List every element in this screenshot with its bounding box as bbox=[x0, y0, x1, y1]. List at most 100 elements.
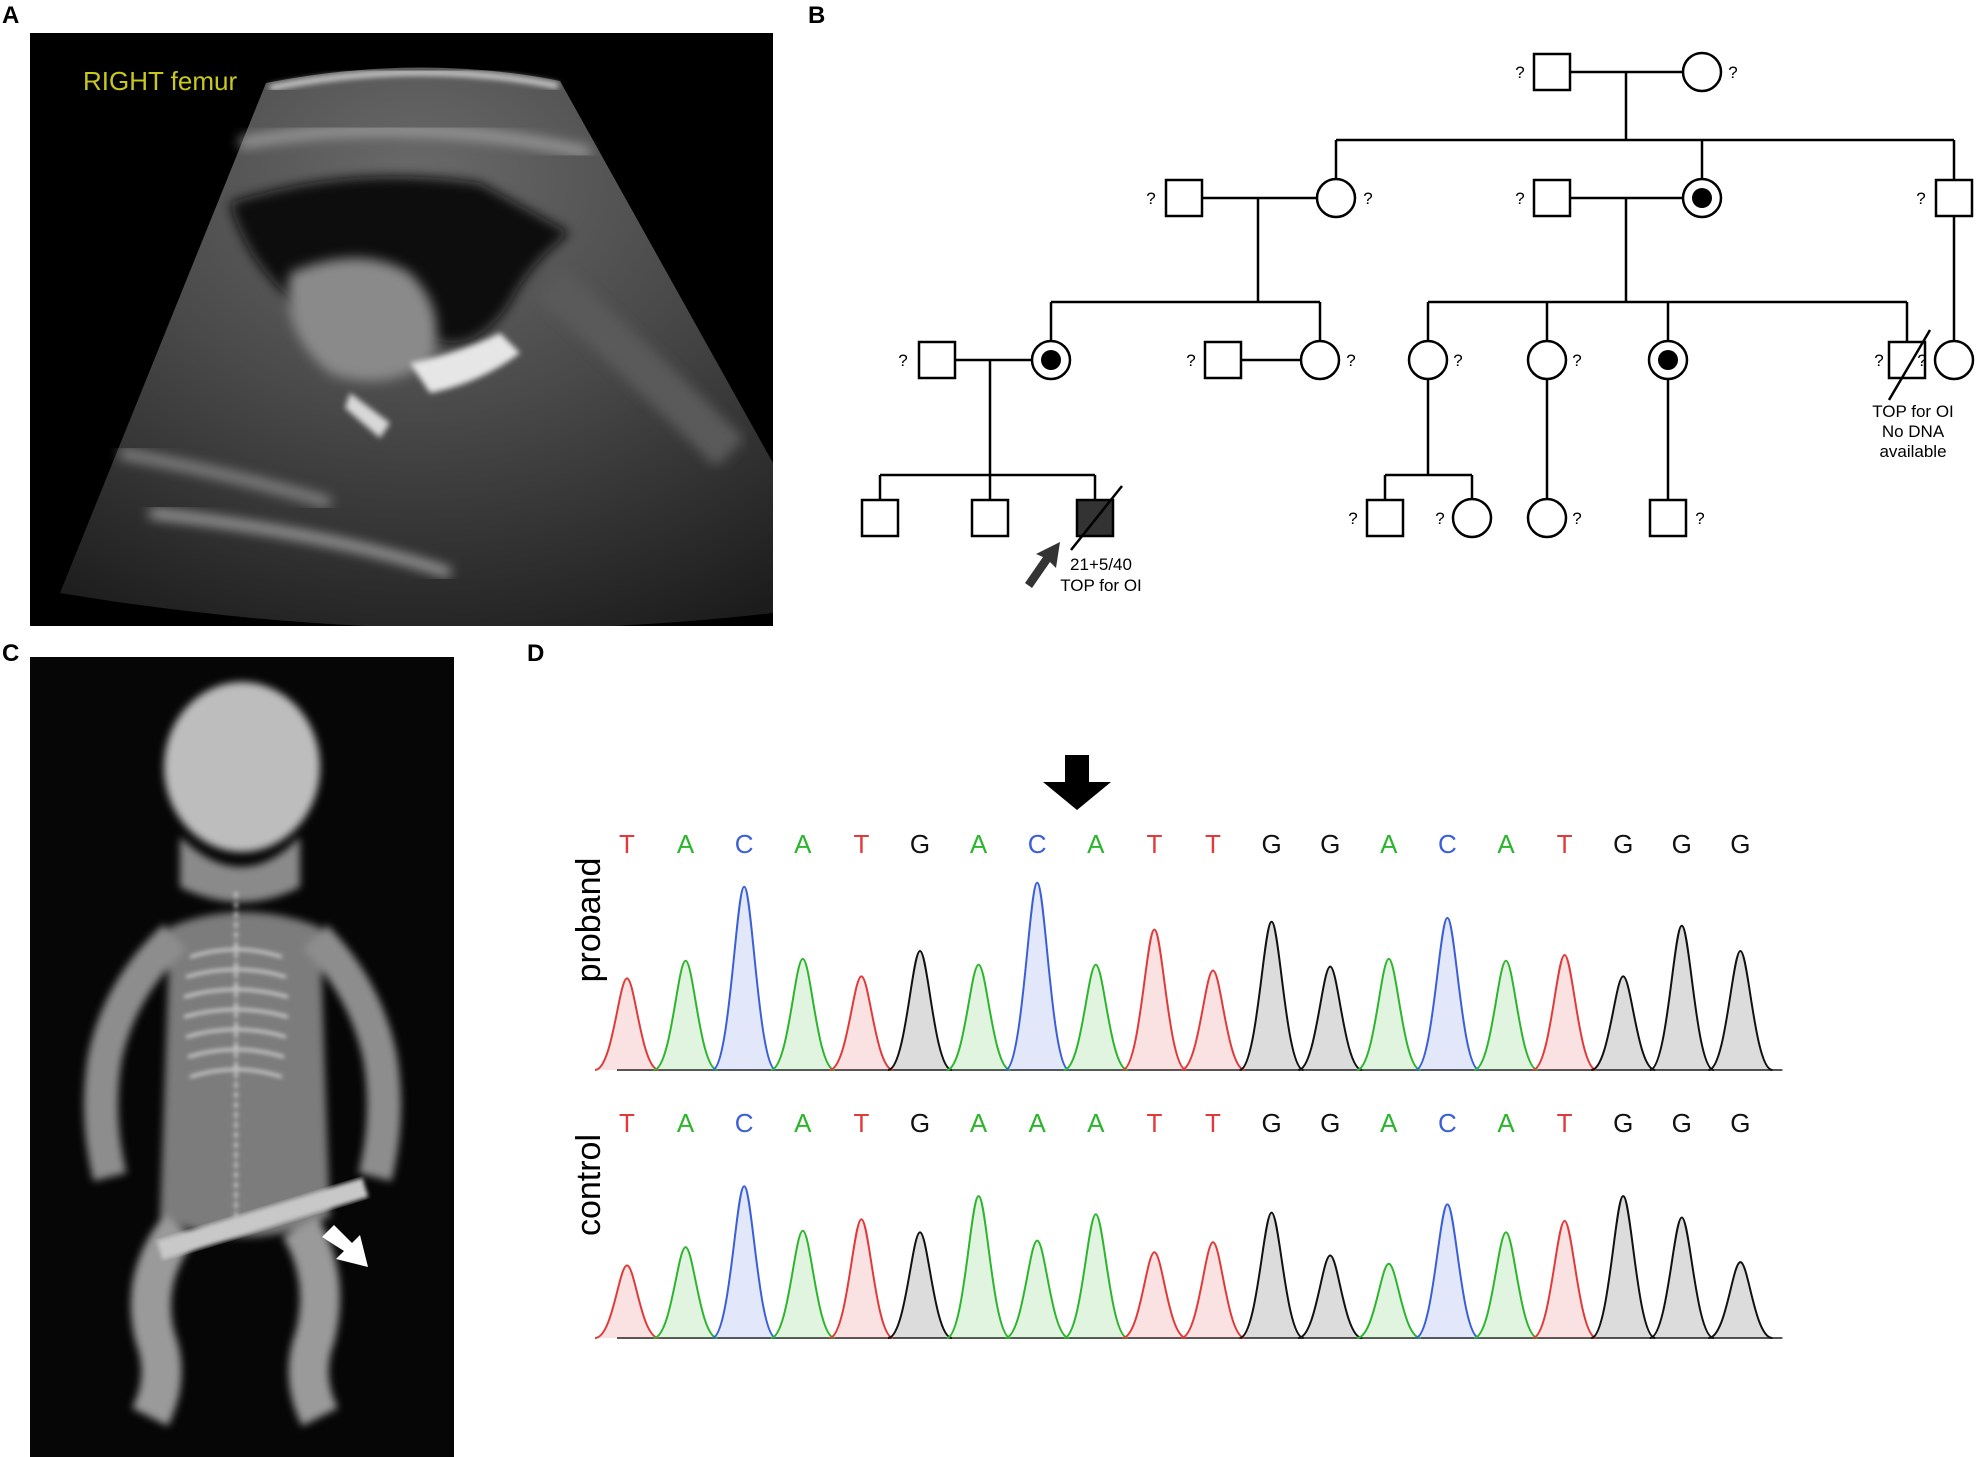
proband-base-label: A bbox=[1497, 829, 1515, 859]
unknown-mark: ? bbox=[1728, 63, 1737, 82]
female-symbol bbox=[1315, 177, 1357, 219]
xray-image bbox=[30, 657, 454, 1457]
control-base-label: A bbox=[1497, 1108, 1515, 1138]
male-symbol bbox=[1365, 498, 1405, 538]
carrier-dot bbox=[1658, 350, 1678, 370]
proband-peak bbox=[1590, 975, 1656, 1071]
proband-peak bbox=[1473, 959, 1539, 1071]
control-base-label: A bbox=[1087, 1108, 1105, 1138]
femur-bone bbox=[156, 1177, 369, 1260]
panel-letter-c: C bbox=[2, 640, 20, 667]
female-symbol bbox=[1681, 51, 1723, 93]
control-base-label: C bbox=[735, 1108, 754, 1138]
male-symbol bbox=[917, 340, 957, 380]
proband-peak bbox=[887, 950, 953, 1071]
control-peak bbox=[653, 1246, 718, 1339]
male-symbol bbox=[1532, 52, 1572, 92]
ultrasound-label: RIGHT femur bbox=[83, 66, 237, 96]
control-base-label: A bbox=[970, 1108, 988, 1138]
unknown-mark: ? bbox=[1515, 63, 1524, 82]
proband-base-label: T bbox=[853, 829, 869, 859]
proband-arrow-icon bbox=[1025, 542, 1060, 588]
carrier-dot bbox=[1692, 188, 1712, 208]
unknown-mark: ? bbox=[1346, 351, 1355, 370]
control-peak bbox=[1414, 1203, 1480, 1339]
unknown-mark: ? bbox=[1146, 189, 1155, 208]
control-base-label: T bbox=[853, 1108, 869, 1138]
proband-base-label: G bbox=[1730, 829, 1750, 859]
unknown-mark: ? bbox=[898, 351, 907, 370]
unknown-mark: ? bbox=[1363, 189, 1372, 208]
proband-peak bbox=[1297, 965, 1363, 1071]
unknown-mark: ? bbox=[1435, 509, 1444, 528]
female-symbol bbox=[1526, 497, 1568, 539]
control-peak bbox=[1590, 1195, 1656, 1339]
control-peak bbox=[828, 1218, 894, 1339]
unknown-mark: ? bbox=[1186, 351, 1195, 370]
proband-peak bbox=[653, 959, 719, 1071]
proband-peak bbox=[711, 885, 777, 1071]
unknown-mark: ? bbox=[1695, 509, 1704, 528]
panel-letter-d: D bbox=[527, 640, 545, 667]
proband-base-label: A bbox=[794, 829, 812, 859]
control-base-label: A bbox=[1029, 1108, 1047, 1138]
control-base-label: G bbox=[1261, 1108, 1281, 1138]
control-peak bbox=[1649, 1216, 1715, 1339]
unknown-mark: ? bbox=[1572, 351, 1581, 370]
proband-peak bbox=[594, 977, 660, 1071]
control-base-label: A bbox=[1380, 1108, 1398, 1138]
proband-peak bbox=[946, 963, 1011, 1071]
unknown-mark: ? bbox=[1874, 351, 1883, 370]
female-symbol bbox=[1451, 497, 1493, 539]
female-symbol bbox=[1933, 339, 1975, 381]
proband-base-label: A bbox=[1087, 829, 1105, 859]
unknown-mark: ? bbox=[1916, 189, 1925, 208]
proband-base-label: T bbox=[1557, 829, 1573, 859]
male-symbol bbox=[1532, 178, 1572, 218]
control-peak bbox=[1122, 1251, 1187, 1339]
control-peak bbox=[1180, 1241, 1246, 1339]
ultrasound-scan: RIGHT femur bbox=[60, 66, 773, 626]
control-base-label: G bbox=[1320, 1108, 1340, 1138]
ultrasound-image: RIGHT femur bbox=[30, 33, 773, 626]
female-symbol bbox=[1407, 339, 1449, 381]
unknown-mark: ? bbox=[1572, 509, 1581, 528]
proband-base-label: C bbox=[735, 829, 754, 859]
proband-base-label: G bbox=[910, 829, 930, 859]
proband-base-label: A bbox=[677, 829, 695, 859]
control-base-label: T bbox=[1557, 1108, 1573, 1138]
proband-base-label: G bbox=[1320, 829, 1340, 859]
control-peak bbox=[1297, 1254, 1363, 1339]
proband-peak bbox=[1356, 957, 1422, 1071]
control-peak bbox=[1239, 1211, 1305, 1339]
proband-peak bbox=[1180, 969, 1246, 1071]
unknown-mark: ? bbox=[1515, 189, 1524, 208]
control-base-label: G bbox=[1672, 1108, 1692, 1138]
proband-peak bbox=[1649, 924, 1715, 1071]
control-peak bbox=[1356, 1262, 1422, 1339]
proband-peak bbox=[1239, 920, 1305, 1071]
xray-radiograph bbox=[84, 682, 401, 1426]
proband-peak bbox=[1121, 928, 1187, 1071]
proband-peak bbox=[1004, 881, 1070, 1071]
proband-base-label: C bbox=[1028, 829, 1047, 859]
unknown-mark: ? bbox=[1348, 509, 1357, 528]
proband-label: proband bbox=[570, 858, 608, 983]
proband-base-label: A bbox=[970, 829, 988, 859]
proband-base-label: G bbox=[1613, 829, 1633, 859]
proband-peak bbox=[1532, 953, 1598, 1071]
control-peak bbox=[770, 1229, 836, 1339]
proband-note-line1: 21+5/40 bbox=[1070, 555, 1132, 574]
mutation-arrow-icon bbox=[1043, 755, 1111, 810]
control-peak bbox=[1473, 1231, 1539, 1339]
male-symbol bbox=[1934, 178, 1974, 218]
proband-peak bbox=[1414, 916, 1480, 1071]
male-symbol bbox=[1648, 498, 1688, 538]
female-symbol bbox=[1299, 339, 1341, 381]
uncle-note-line3: available bbox=[1879, 442, 1946, 461]
control-base-label: G bbox=[1730, 1108, 1750, 1138]
female-symbol bbox=[1526, 339, 1568, 381]
proband-base-label: G bbox=[1672, 829, 1692, 859]
